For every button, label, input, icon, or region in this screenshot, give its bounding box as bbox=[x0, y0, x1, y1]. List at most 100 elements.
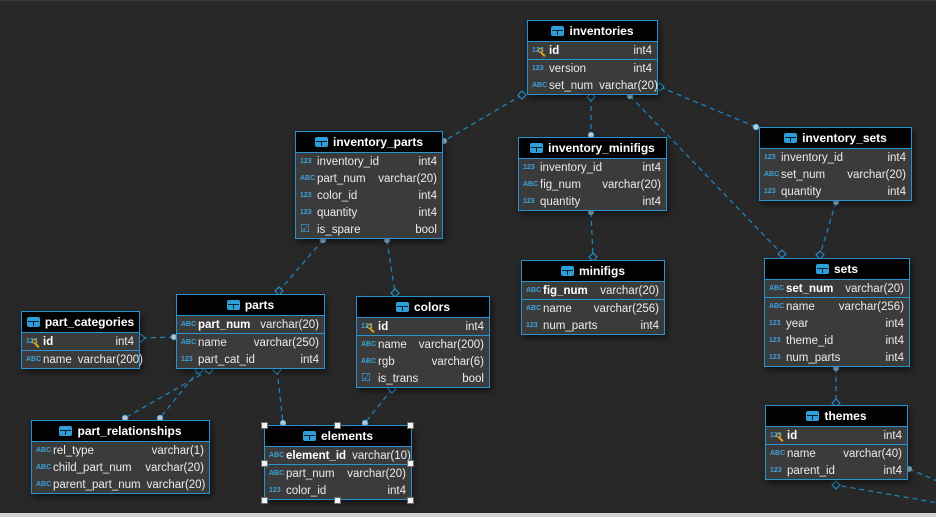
table-minifigs[interactable]: minifigsfig_numvarchar(20)namevarchar(25… bbox=[521, 260, 665, 335]
table-colors[interactable]: colorsidint4namevarchar(200)rgbvarchar(6… bbox=[356, 296, 490, 388]
relationship-parts-elements[interactable] bbox=[272, 365, 287, 427]
table-part_categories[interactable]: part_categoriesidint4namevarchar(200) bbox=[21, 311, 143, 369]
relationship-parts-part_relationships-parent[interactable] bbox=[156, 365, 204, 422]
table-inventory_minifigs[interactable]: inventory_minifigsinventory_idint4fig_nu… bbox=[518, 137, 667, 211]
selection-handle[interactable] bbox=[261, 497, 268, 504]
relationship-line[interactable] bbox=[819, 201, 837, 256]
selection-handle[interactable] bbox=[407, 497, 414, 504]
table-header[interactable]: sets bbox=[765, 259, 909, 280]
relationship-line[interactable] bbox=[443, 94, 523, 142]
table-header[interactable]: inventory_minifigs bbox=[519, 138, 666, 159]
selection-handle[interactable] bbox=[407, 459, 414, 467]
relationship-inventories-inventory_sets[interactable] bbox=[655, 82, 760, 131]
relationship-inventory_minifigs-minifigs[interactable] bbox=[587, 208, 598, 262]
relationship-line[interactable] bbox=[124, 369, 210, 419]
relationship-line[interactable] bbox=[629, 95, 783, 255]
relationship-line[interactable] bbox=[590, 211, 594, 258]
table-inventories[interactable]: inventoriesidint4versionint4set_numvarch… bbox=[527, 20, 658, 95]
table-header[interactable]: minifigs bbox=[522, 261, 664, 282]
table-header[interactable]: parts bbox=[177, 295, 324, 316]
table-parts[interactable]: partspart_numvarchar(20)namevarchar(250)… bbox=[176, 294, 325, 369]
relationship-line[interactable] bbox=[386, 239, 396, 294]
relationship-line[interactable] bbox=[908, 468, 936, 483]
relationship-colors-elements[interactable] bbox=[361, 384, 397, 427]
relationship-line[interactable] bbox=[159, 369, 200, 419]
relationship-inventory_sets-sets[interactable] bbox=[815, 198, 840, 260]
relationship-line[interactable] bbox=[835, 484, 936, 504]
table-part_relationships[interactable]: part_relationshipsrel_typevarchar(1)chil… bbox=[31, 420, 210, 494]
relationship-themes-self-return[interactable] bbox=[831, 480, 936, 504]
table-header[interactable]: inventory_sets bbox=[760, 128, 911, 149]
relationship-line[interactable] bbox=[140, 336, 175, 339]
relationship-line[interactable] bbox=[659, 86, 757, 128]
selection-handle[interactable] bbox=[261, 459, 268, 467]
relationship-sets-themes[interactable] bbox=[831, 364, 841, 408]
relationship-inventory_parts-colors[interactable] bbox=[383, 236, 400, 298]
table-header[interactable]: themes bbox=[766, 406, 907, 427]
relationship-themes-self-out[interactable] bbox=[905, 465, 936, 483]
table-inventory_sets[interactable]: inventory_setsinventory_idint4set_numvar… bbox=[759, 127, 912, 201]
table-header[interactable]: part_categories bbox=[22, 312, 139, 333]
relationship-line[interactable] bbox=[364, 388, 393, 424]
selection-handle[interactable] bbox=[407, 422, 414, 429]
table-header[interactable]: colors bbox=[357, 297, 489, 318]
table-sets[interactable]: setsset_numvarchar(20)namevarchar(256)ye… bbox=[764, 258, 910, 367]
relationship-inventories-inventory_parts[interactable] bbox=[440, 90, 527, 145]
relationship-inventories-inventory_minifigs[interactable] bbox=[586, 92, 596, 139]
table-header[interactable]: part_relationships bbox=[32, 421, 209, 442]
relationship-line[interactable] bbox=[278, 239, 324, 292]
selection-handle[interactable] bbox=[334, 497, 341, 504]
table-elements[interactable]: elementselement_idvarchar(10)part_numvar… bbox=[264, 425, 412, 500]
relationship-line[interactable] bbox=[276, 369, 284, 424]
relationship-inventory_parts-parts[interactable] bbox=[274, 236, 327, 296]
table-header[interactable]: elements bbox=[265, 426, 411, 447]
selection-handle[interactable] bbox=[334, 422, 341, 429]
table-inventory_parts[interactable]: inventory_partsinventory_idint4part_numv… bbox=[295, 131, 443, 239]
relationship-parts-part_categories[interactable] bbox=[136, 333, 178, 343]
table-header[interactable]: inventory_parts bbox=[296, 132, 442, 153]
table-header[interactable]: inventories bbox=[528, 21, 657, 42]
selection-handle[interactable] bbox=[261, 422, 268, 429]
